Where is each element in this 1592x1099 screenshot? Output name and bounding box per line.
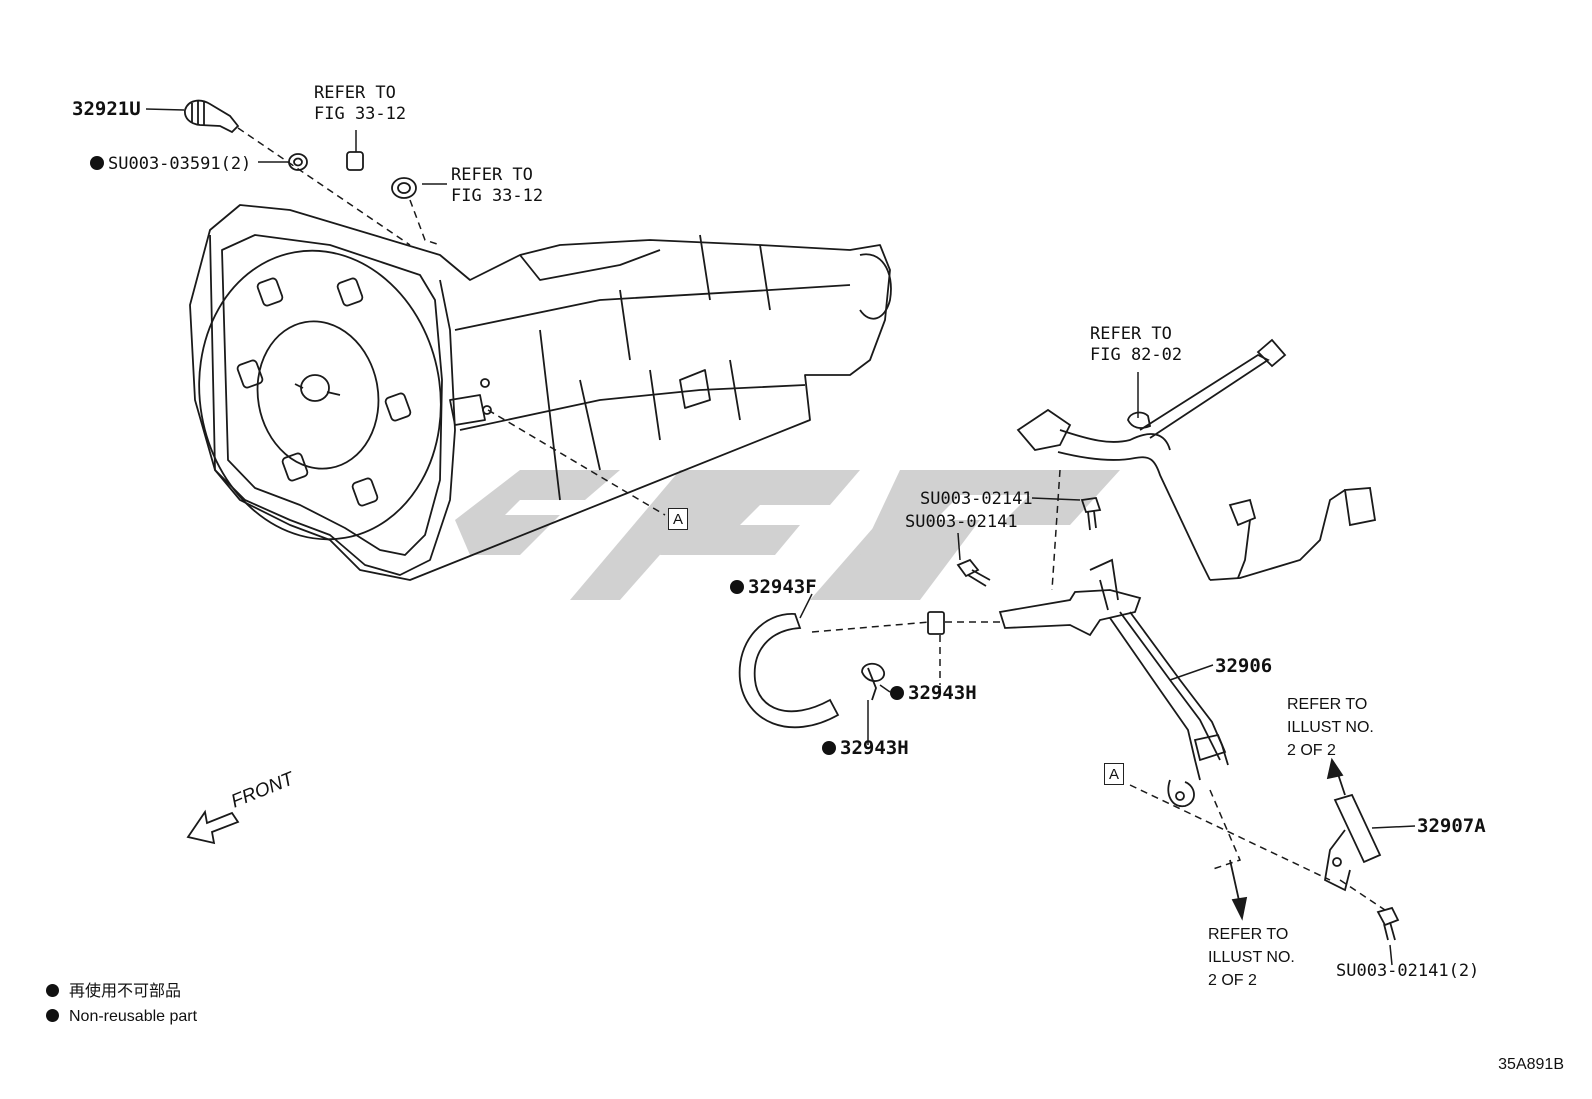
part-label-su003-02141-a: SU003-02141 (920, 489, 1033, 509)
part-label-su003-03591-text: SU003-03591(2) (108, 154, 252, 174)
label-leaders (145, 108, 1416, 966)
front-arrow-icon (186, 809, 240, 845)
part-label-32906: 32906 (1215, 655, 1273, 677)
refer-fig33-12-mid-line1: REFER TO (451, 165, 533, 185)
refer-illust-bottom-line3: 2 OF 2 (1208, 972, 1257, 989)
bolts-drawing (956, 497, 1400, 941)
dashed-leaders (237, 127, 1386, 911)
hose-32943F-drawing (738, 611, 945, 729)
non-reusable-dot-icon (46, 984, 59, 997)
refer-illust-bottom-line1: REFER TO (1208, 926, 1289, 943)
refer-fig33-12-mid-line2: FIG 33-12 (451, 186, 544, 206)
part-label-32943F: 32943F (730, 576, 817, 598)
refer-illust-right-line1: REFER TO (1287, 696, 1368, 713)
legend-jp: 再使用不可部品 (46, 981, 181, 1003)
legend-jp-text: 再使用不可部品 (69, 983, 182, 1000)
refer-illust-right-line2: ILLUST NO. (1287, 719, 1374, 736)
part-label-32943F-text: 32943F (748, 576, 817, 598)
watermark (455, 470, 1120, 600)
part-label-32943H-lower-text: 32943H (840, 737, 909, 759)
part-label-su003-02141-2: SU003-02141(2) (1336, 961, 1480, 981)
non-reusable-dot-icon (730, 580, 744, 594)
non-reusable-dot-icon (890, 686, 904, 700)
marker-a-box: A (1104, 763, 1124, 785)
non-reusable-dot-icon (822, 741, 836, 755)
part-label-su003-03591: SU003-03591(2) (90, 153, 251, 175)
legend-en-text: Non-reusable part (69, 1008, 198, 1025)
part-label-32907A: 32907A (1417, 815, 1486, 837)
part-label-32943H-lower: 32943H (822, 737, 909, 759)
part-label-32921U: 32921U (72, 98, 141, 120)
figure-code: 35A891B (1498, 1056, 1564, 1073)
transmission-assembly (189, 204, 892, 581)
refer-fig33-12-top-line1: REFER TO (314, 83, 396, 103)
refer-illust-right-line3: 2 OF 2 (1287, 742, 1336, 759)
part-label-su003-02141-b: SU003-02141 (905, 512, 1018, 532)
fitting-32921U-drawing (184, 99, 417, 199)
refer-illust-bottom-line2: ILLUST NO. (1208, 949, 1295, 966)
non-reusable-dot-icon (90, 156, 104, 170)
refer-fig82-02-line2: FIG 82-02 (1090, 345, 1183, 365)
marker-a-box: A (668, 508, 688, 530)
refer-fig33-12-top-line2: FIG 33-12 (314, 104, 407, 124)
arrows (1229, 757, 1346, 921)
part-label-32943H-upper: 32943H (890, 682, 977, 704)
non-reusable-dot-icon (46, 1009, 59, 1022)
harness-drawing (1016, 338, 1377, 581)
tube-32907A-drawing (1324, 793, 1382, 892)
legend-en: Non-reusable part (46, 1006, 197, 1028)
part-label-32943H-upper-text: 32943H (908, 682, 977, 704)
pipe-assembly-32906-drawing (998, 558, 1229, 807)
refer-fig82-02-line1: REFER TO (1090, 324, 1172, 344)
